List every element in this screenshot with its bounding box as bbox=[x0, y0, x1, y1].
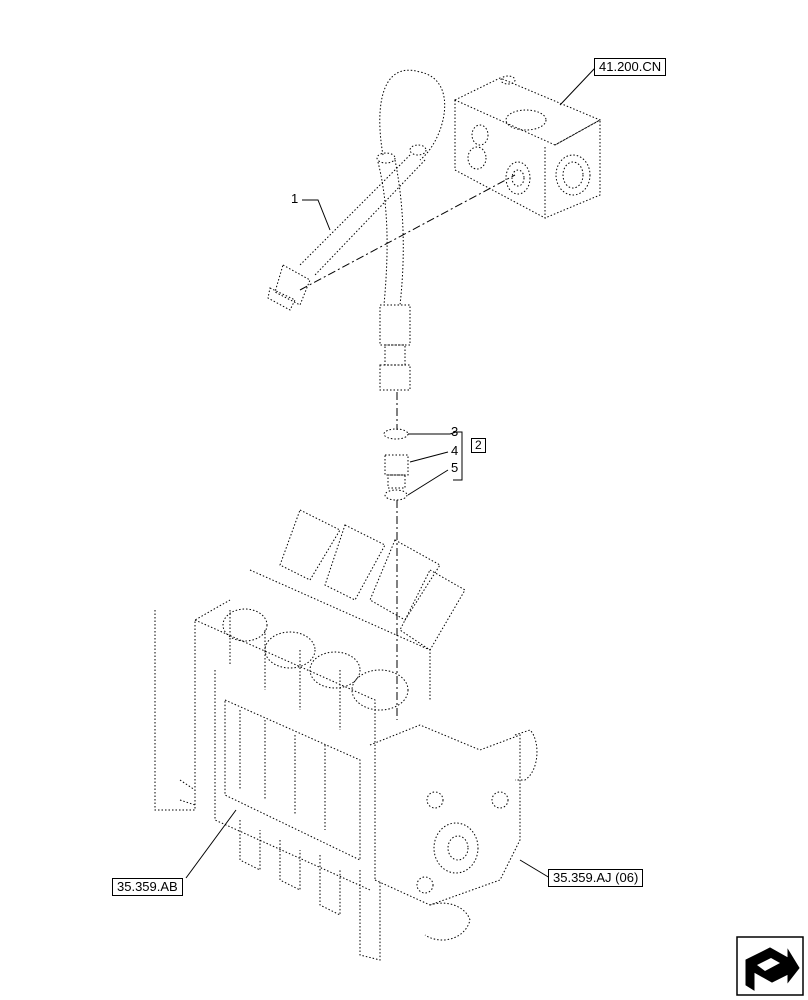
reference-35-359-aj-06[interactable]: 35.359.AJ (06) bbox=[548, 869, 644, 887]
callout-item-1: 1 bbox=[291, 191, 299, 206]
callout-item-3: 3 bbox=[451, 424, 459, 439]
leader-lines bbox=[185, 67, 596, 879]
diagram-artwork bbox=[154, 69, 602, 961]
fitting-kit bbox=[383, 428, 409, 501]
callout-item-4: 4 bbox=[451, 443, 459, 458]
control-valve bbox=[154, 509, 538, 961]
next-page-arrow-icon[interactable] bbox=[736, 936, 804, 996]
reference-41-200-cn[interactable]: 41.200.CN bbox=[594, 58, 667, 76]
assembly-centerlines bbox=[299, 174, 516, 720]
kit-callout-2: 2 bbox=[471, 438, 486, 453]
reference-35-359-ab[interactable]: 35.359.AB bbox=[112, 878, 183, 896]
hose-assembly bbox=[267, 69, 446, 391]
manifold-block bbox=[453, 75, 602, 219]
callout-item-5: 5 bbox=[451, 460, 459, 475]
